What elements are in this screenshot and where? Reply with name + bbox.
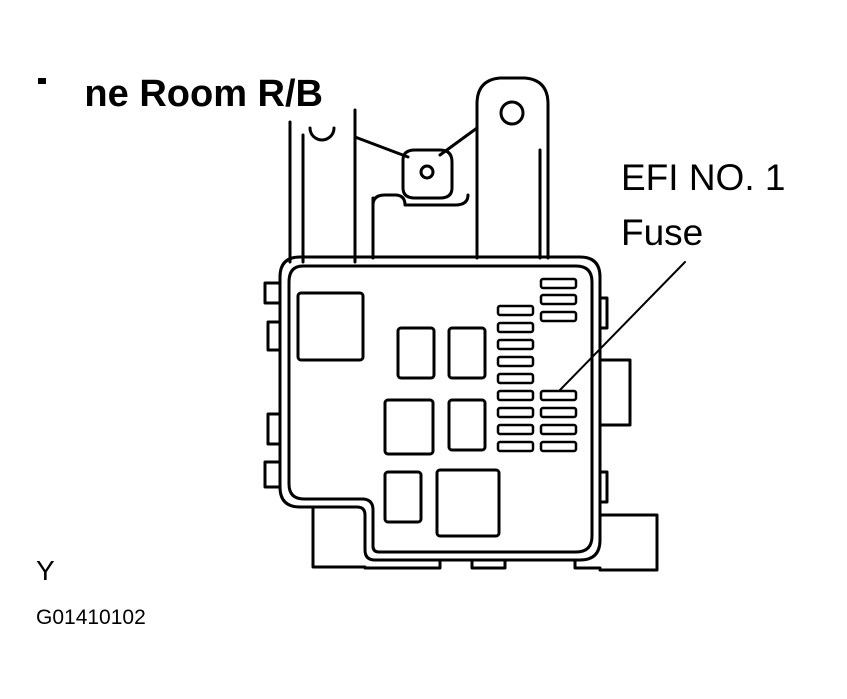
block-inner-outline — [287, 264, 594, 554]
fuse-slots — [496, 277, 578, 453]
side-tabs — [263, 281, 659, 572]
callout-label-line2: Fuse — [621, 212, 703, 253]
title-fragment-mark — [38, 78, 46, 84]
figure-code: G01410102 — [36, 606, 146, 629]
efi-no1-fuse-slot — [539, 389, 578, 402]
callout-label-line1: EFI NO. 1 — [621, 157, 785, 198]
callout-leader-line — [559, 261, 686, 391]
mounting-tab — [475, 76, 550, 260]
left-bracket — [288, 108, 357, 264]
relay-sockets — [296, 291, 501, 538]
corner-letter: Y — [36, 555, 55, 586]
strap — [353, 126, 479, 260]
